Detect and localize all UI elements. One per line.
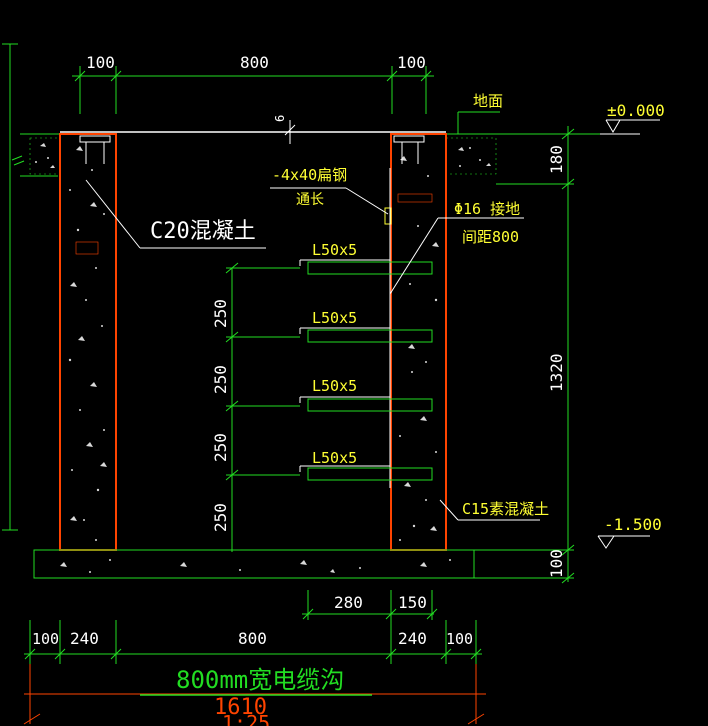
spacing-dim-4: 250 <box>211 503 230 532</box>
bracket-spacing-dims <box>225 262 300 552</box>
depth-dims <box>474 126 575 584</box>
bottom-dims-a <box>302 590 438 620</box>
top-dim-right: 100 <box>397 53 426 72</box>
spacing-dim-1: 250 <box>211 299 230 328</box>
ground-rod-label: Φ16 接地 <box>454 200 520 218</box>
cover-thickness-label: 6 <box>273 115 287 122</box>
drawing-title: 800mm宽电缆沟 <box>176 666 344 694</box>
spacing-dim-2: 250 <box>211 365 230 394</box>
leader-lines <box>85 179 540 521</box>
bracket-1-label: L50x5 <box>312 241 357 259</box>
bottom-dim-150: 150 <box>398 593 427 612</box>
depth-dim-1320: 1320 <box>547 353 566 392</box>
left-edge <box>2 43 25 531</box>
bracket-1: L50x5 <box>299 241 433 275</box>
bracket-4: L50x5 <box>299 449 433 481</box>
left-wall <box>59 133 117 551</box>
bracket-4-label: L50x5 <box>312 449 357 467</box>
bottom-dims-b <box>24 620 482 664</box>
bracket-3: L50x5 <box>299 377 433 412</box>
top-dimension-line <box>72 66 434 114</box>
bottom-dim-800: 800 <box>238 629 267 648</box>
bottom-dim-100-right: 100 <box>446 630 473 648</box>
ground-rod-label-2: 间距800 <box>462 228 519 246</box>
flat-steel-label-2: 通长 <box>296 192 324 208</box>
elevation-top-label: ±0.000 <box>607 101 665 120</box>
elevation-bottom-label: -1.500 <box>604 515 662 534</box>
top-dim-left: 100 <box>86 53 115 72</box>
c15-concrete-label: C15素混凝土 <box>462 500 549 518</box>
ground-line <box>20 111 600 177</box>
spacing-dim-3: 250 <box>211 433 230 462</box>
left-soil <box>29 137 61 175</box>
ground-label: 地面 <box>473 92 503 110</box>
right-soil <box>445 137 497 175</box>
bottom-dim-240-right: 240 <box>398 629 427 648</box>
bracket-3-label: L50x5 <box>312 377 357 395</box>
bottom-dim-280: 280 <box>334 593 363 612</box>
elevation-bottom-marker <box>597 535 650 549</box>
bottom-dim-240-left: 240 <box>70 629 99 648</box>
depth-dim-180: 180 <box>547 145 566 174</box>
bottom-dim-100-left: 100 <box>32 630 59 648</box>
overall-dim-label: 1610 <box>214 695 267 720</box>
top-dim-middle: 800 <box>240 53 269 72</box>
bracket-2-label: L50x5 <box>312 309 357 327</box>
depth-dim-100: 100 <box>547 549 566 578</box>
flat-steel-label: -4x40扁钢 <box>272 166 347 184</box>
elevation-top-marker <box>600 119 660 135</box>
overall-dim <box>23 664 486 725</box>
base-slab <box>33 549 475 579</box>
bracket-2: L50x5 <box>299 309 433 343</box>
drawing-scale: 1:25 <box>222 711 270 726</box>
c20-concrete-label: C20混凝土 <box>150 219 256 244</box>
